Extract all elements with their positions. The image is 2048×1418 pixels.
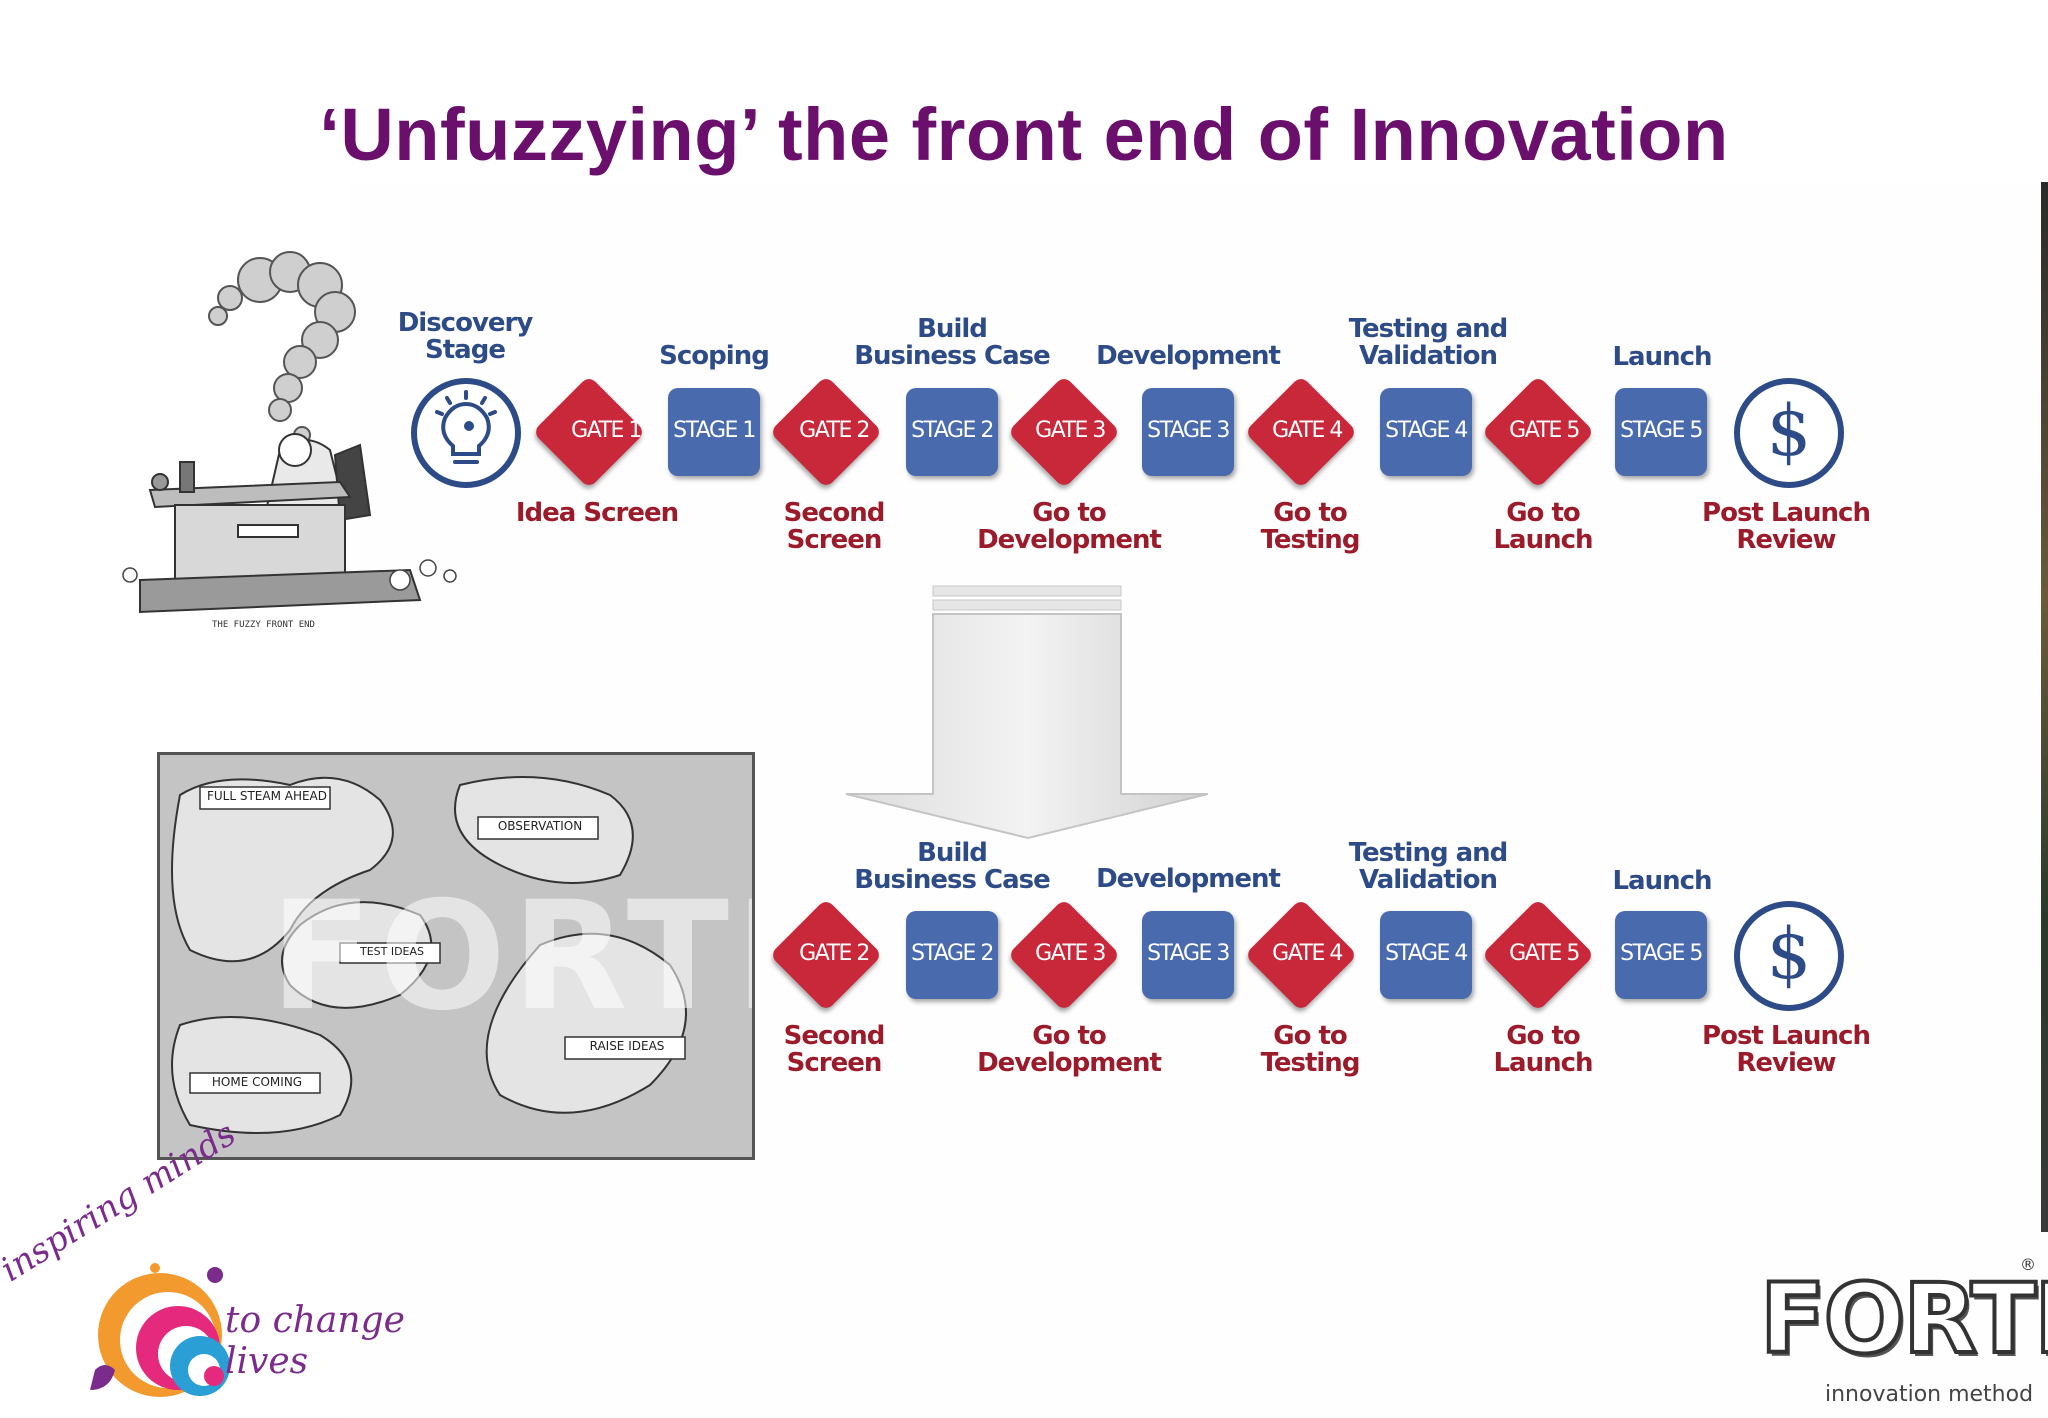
map-banner-1: FULL STEAM AHEAD: [206, 789, 328, 803]
fuzzy-front-end-cartoon: THE FUZZY FRONT END: [120, 250, 465, 640]
stage-1-box: [668, 388, 760, 476]
gate-label-go-to-development: Go to Development: [977, 1021, 1162, 1078]
stage-4-box: [1380, 388, 1472, 476]
cartoon-drawing: [122, 251, 457, 614]
gate-label-post-launch-review: Post Launch Review: [1702, 498, 1871, 555]
phase-label-development: Development: [1096, 864, 1281, 894]
map-drawing: [160, 755, 752, 1157]
cartoon-caption: THE FUZZY FRONT END: [212, 620, 315, 630]
gate-label-idea-screen: Idea Screen: [515, 498, 679, 528]
gate-label-go-to-launch: Go to Launch: [1493, 498, 1593, 555]
map-banner-2: OBSERVATION: [497, 819, 583, 833]
gate-label-second-screen: Second Screen: [783, 498, 886, 555]
gate-label-go-to-testing: Go to Testing: [1260, 1021, 1361, 1078]
stage-5-label: STAGE 5: [1620, 941, 1703, 966]
gate-1-label: GATE 1: [571, 418, 642, 443]
lightbulb-icon: [411, 378, 521, 488]
map-banner-5: HOME COMING: [211, 1075, 303, 1089]
stage-3-box: [1142, 388, 1234, 476]
forth-map-illustration: FORTH FULL STEAM AHEAD OBSERVATION TEST …: [157, 752, 755, 1160]
phase-label-launch: Launch: [1612, 866, 1712, 896]
stage-3-box: [1142, 911, 1234, 999]
gate-label-go-to-testing: Go to Testing: [1260, 498, 1361, 555]
map-overlay-word: FORTH: [270, 870, 752, 1044]
map-banner-4: RAISE IDEAS: [589, 1039, 665, 1053]
down-arrow-icon: [845, 585, 1209, 840]
phase-label-testing: Testing and Validation: [1348, 838, 1509, 895]
stage-4-label: STAGE 4: [1385, 941, 1468, 966]
phase-label-development: Development: [1096, 341, 1281, 371]
gate-label-go-to-development: Go to Development: [977, 498, 1162, 555]
gate-2-label: GATE 2: [799, 941, 870, 966]
gate-5-label: GATE 5: [1509, 418, 1580, 443]
forth-tagline: innovation method: [1825, 1382, 2034, 1407]
phase-label-testing: Testing and Validation: [1348, 314, 1509, 371]
map-banner-3: TEST IDEAS: [359, 945, 425, 958]
stage-4-label: STAGE 4: [1385, 418, 1468, 443]
stage-5-box: [1615, 388, 1707, 476]
phase-label-scoping: Scoping: [659, 341, 770, 371]
gate-label-go-to-launch: Go to Launch: [1493, 1021, 1593, 1078]
stage-5-label: STAGE 5: [1620, 418, 1703, 443]
dollar-icon: $: [1734, 378, 1844, 488]
gate-3-label: GATE 3: [1035, 418, 1106, 443]
phase-label-discovery: Discovery Stage: [397, 308, 534, 365]
gate-2-label: GATE 2: [799, 418, 870, 443]
stage-2-box: [906, 911, 998, 999]
logo-tagline-2: to change lives: [225, 1300, 405, 1382]
stage-1-label: STAGE 1: [673, 418, 756, 443]
phase-label-launch: Launch: [1612, 342, 1712, 372]
gate-label-second-screen: Second Screen: [783, 1021, 886, 1078]
forth-logo: FORTH ® innovation method: [1745, 1255, 2048, 1415]
inspiring-minds-logo: inspiring minds to change lives: [0, 1114, 480, 1418]
phase-label-business-case: Build Business Case: [854, 314, 1051, 371]
stage-3-label: STAGE 3: [1147, 941, 1230, 966]
stage-3-label: STAGE 3: [1147, 418, 1230, 443]
dollar-icon: $: [1734, 901, 1844, 1011]
stage-5-box: [1615, 911, 1707, 999]
photo-edge-strip: [2041, 182, 2048, 1232]
stage-2-label: STAGE 2: [911, 418, 994, 443]
swirl-logo-icon: [90, 1263, 230, 1397]
phase-label-business-case: Build Business Case: [854, 838, 1051, 895]
forth-brand: FORTH: [1758, 1261, 2048, 1377]
gate-3-label: GATE 3: [1035, 941, 1106, 966]
forth-registered: ®: [2020, 1255, 2036, 1274]
stage-2-box: [906, 388, 998, 476]
stage-4-box: [1380, 911, 1472, 999]
gate-4-label: GATE 4: [1272, 418, 1343, 443]
gate-5-label: GATE 5: [1509, 941, 1580, 966]
gate-4-label: GATE 4: [1272, 941, 1343, 966]
page-title: ‘Unfuzzying’ the front end of Innovation: [319, 93, 1729, 176]
gate-label-post-launch-review: Post Launch Review: [1702, 1021, 1871, 1078]
stage-2-label: STAGE 2: [911, 941, 994, 966]
